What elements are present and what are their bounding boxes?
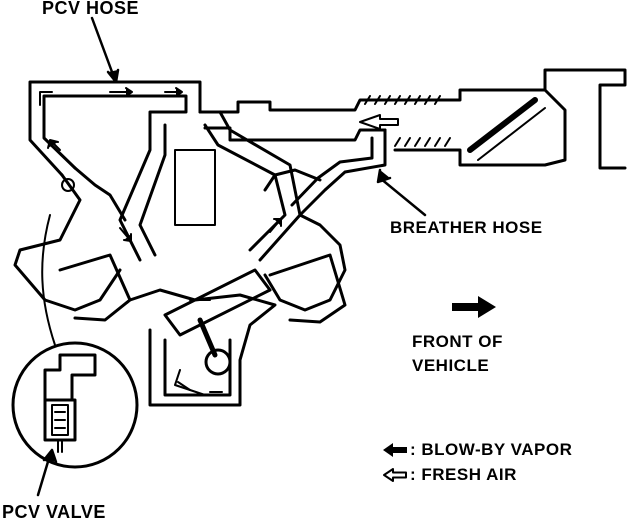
left-cylinder-head: [13, 166, 132, 322]
leader-lines: [36, 16, 427, 497]
hollow-arrow-icon: [383, 468, 407, 482]
pcv-valve-label: PCV VALVE: [2, 502, 106, 522]
intake-manifold: [118, 110, 302, 262]
legend-blow-by: : BLOW-BY VAPOR: [382, 440, 572, 460]
legend-blow-by-label: : BLOW-BY VAPOR: [410, 440, 573, 459]
breather-hose: [290, 128, 387, 217]
pcv-hose-label: PCV HOSE: [42, 0, 140, 18]
front-of-vehicle-label-line1: FRONT OF: [412, 332, 503, 351]
front-of-vehicle-arrow: [452, 296, 496, 318]
flow-arrows: [39, 87, 282, 393]
engine-block: [128, 268, 277, 407]
air-intake-duct: [198, 68, 627, 170]
pcv-valve-callout: [11, 214, 139, 469]
right-cylinder-head: [263, 168, 347, 324]
legend-fresh-air: : FRESH AIR: [382, 465, 517, 485]
fresh-air-arrow: [359, 114, 399, 130]
front-of-vehicle-label-line2: VEHICLE: [412, 356, 490, 375]
breather-hose-label: BREATHER HOSE: [390, 218, 543, 237]
pcv-hose: [28, 80, 202, 177]
legend-fresh-air-label: : FRESH AIR: [410, 465, 517, 484]
solid-arrow-icon: [383, 443, 407, 457]
